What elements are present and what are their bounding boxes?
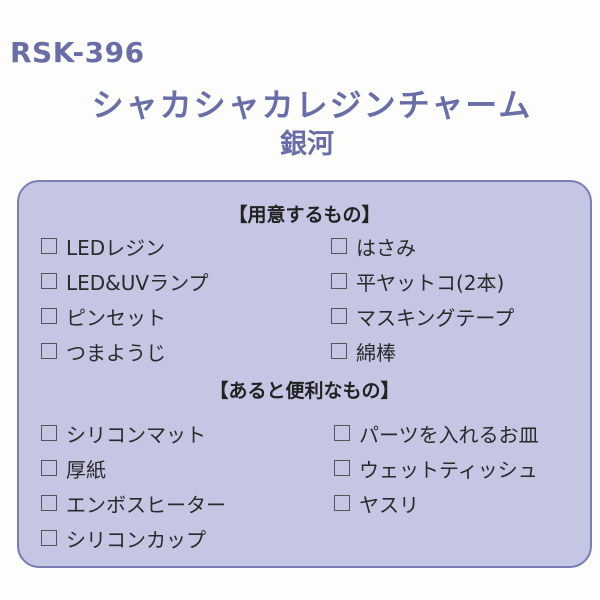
- checkbox-icon[interactable]: [41, 460, 57, 476]
- item-label: シリコンカップ: [66, 527, 206, 552]
- checkbox-icon[interactable]: [41, 343, 57, 359]
- product-title: シャカシャカレジンチャーム: [91, 86, 533, 124]
- item-label: 厚紙: [66, 457, 106, 482]
- checkbox-icon[interactable]: [331, 343, 347, 359]
- item-label: はさみ: [356, 235, 416, 260]
- item-label: LED&UVランプ: [66, 270, 209, 295]
- item-label: マスキングテープ: [356, 305, 515, 330]
- checklist-item[interactable]: シリコンカップ: [41, 523, 206, 553]
- checklist-item[interactable]: マスキングテープ: [331, 301, 514, 331]
- checklist-item[interactable]: 綿棒: [331, 336, 396, 366]
- checklist-item[interactable]: つまようじ: [41, 336, 166, 366]
- item-label: LEDレジン: [66, 235, 166, 260]
- checklist-item[interactable]: 厚紙: [41, 453, 106, 483]
- checkbox-icon[interactable]: [41, 308, 57, 324]
- checkbox-icon[interactable]: [334, 425, 350, 441]
- checkbox-icon[interactable]: [41, 495, 57, 511]
- checkbox-icon[interactable]: [331, 273, 347, 289]
- checklist-item[interactable]: ピンセット: [41, 301, 166, 331]
- item-label: 綿棒: [356, 340, 396, 365]
- checklist-item[interactable]: エンボスヒーター: [41, 488, 226, 518]
- item-label: ヤスリ: [359, 492, 419, 517]
- checklist-item[interactable]: ウェットティッシュ: [334, 453, 538, 483]
- item-label: つまようじ: [66, 340, 166, 365]
- checkbox-icon[interactable]: [334, 495, 350, 511]
- section-title-optional: 【あると便利なもの】: [209, 380, 400, 402]
- item-label: ウェットティッシュ: [359, 457, 538, 482]
- checkbox-icon[interactable]: [331, 308, 347, 324]
- product-variant: 銀河: [280, 129, 334, 160]
- materials-panel: 【用意するもの】 LEDレジン LED&UVランプ ピンセット つまようじ はさ…: [17, 180, 592, 568]
- item-label: シリコンマット: [66, 422, 206, 447]
- checklist-item[interactable]: LEDレジン: [41, 231, 165, 261]
- item-label: 平ヤットコ(2本): [356, 270, 505, 295]
- checklist-item[interactable]: LED&UVランプ: [41, 266, 209, 296]
- product-code: RSK-396: [10, 36, 145, 69]
- item-label: エンボスヒーター: [66, 492, 226, 517]
- section-title-required: 【用意するもの】: [228, 204, 381, 226]
- checklist-item[interactable]: パーツを入れるお皿: [334, 418, 539, 448]
- checklist-item[interactable]: ヤスリ: [334, 488, 419, 518]
- checkbox-icon[interactable]: [41, 238, 57, 254]
- checkbox-icon[interactable]: [331, 238, 347, 254]
- checkbox-icon[interactable]: [41, 273, 57, 289]
- item-label: パーツを入れるお皿: [359, 422, 539, 447]
- checklist-item[interactable]: はさみ: [331, 231, 416, 261]
- checkbox-icon[interactable]: [334, 460, 350, 476]
- checkbox-icon[interactable]: [41, 425, 57, 441]
- checklist-item[interactable]: 平ヤットコ(2本): [331, 266, 504, 296]
- checklist-item[interactable]: シリコンマット: [41, 418, 206, 448]
- checkbox-icon[interactable]: [41, 530, 57, 546]
- item-label: ピンセット: [66, 305, 166, 330]
